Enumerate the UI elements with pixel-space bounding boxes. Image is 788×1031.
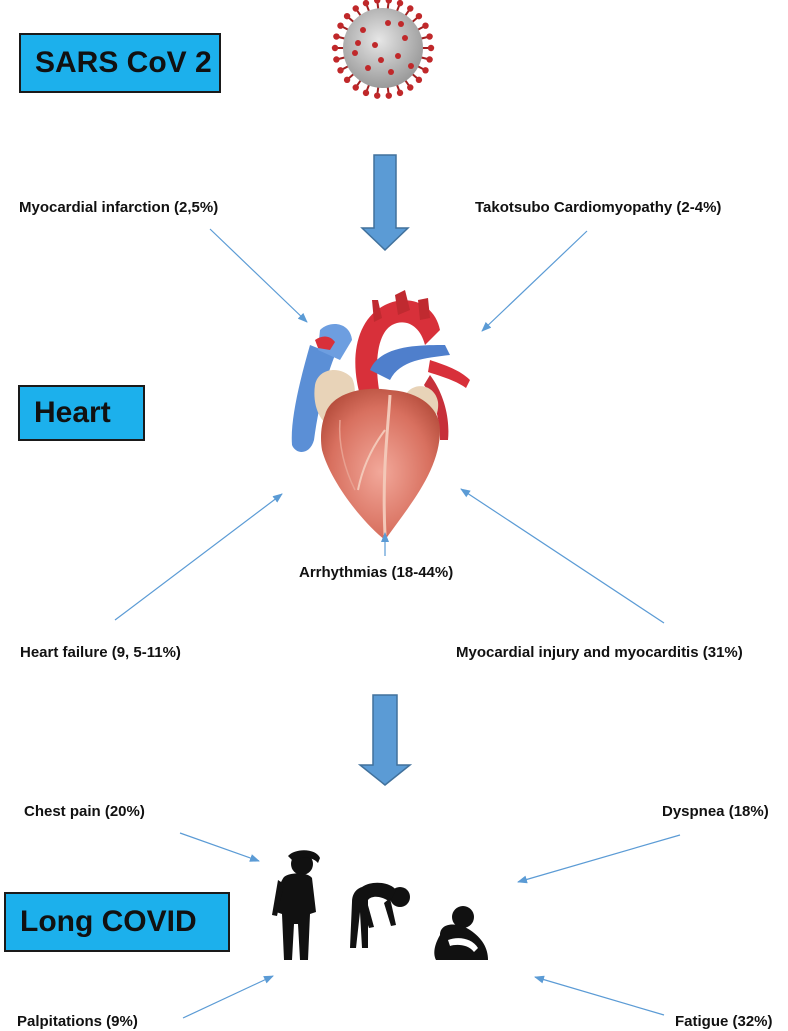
- coronavirus-icon: [331, 0, 435, 99]
- takotsubo-label: Takotsubo Cardiomyopathy (2-4%): [475, 199, 722, 216]
- long-covid-box: Long COVID: [4, 892, 230, 952]
- person-bent-over-icon: [350, 882, 410, 948]
- anatomical-heart-icon: [291, 290, 470, 540]
- myocardial-infarction-label: Myocardial infarction (2,5%): [19, 199, 219, 216]
- arrow-heart-failure: [114, 493, 283, 621]
- sars-cov-2-box: SARS CoV 2: [19, 33, 221, 93]
- arrow-takotsubo: [481, 230, 588, 332]
- fatigue-label: Fatigue (32%): [675, 1013, 773, 1030]
- myocardial-injury-label: Myocardial injury and myocarditis (31%): [456, 644, 743, 661]
- arrow-dyspnea: [517, 834, 681, 884]
- person-headache-icon: [272, 850, 320, 960]
- unwell-people-icons: [272, 850, 488, 960]
- arrow-fatigue: [534, 975, 665, 1016]
- arrow-myocardial-infarction: [209, 228, 308, 323]
- arrow-myocardial-injury: [460, 488, 665, 624]
- heart-failure-label: Heart failure (9, 5-11%): [20, 644, 181, 661]
- arrow-chest-pain: [179, 832, 260, 862]
- sars-cov-2-label: SARS CoV 2: [35, 46, 212, 79]
- big-arrow-down-2: [357, 694, 413, 786]
- big-arrow-down-1: [360, 154, 410, 252]
- long-covid-label: Long COVID: [20, 905, 197, 938]
- arrow-palpitations: [182, 975, 274, 1019]
- arrhythmias-label: Arrhythmias (18-44%): [299, 564, 454, 581]
- dyspnea-label: Dyspnea (18%): [662, 803, 769, 820]
- person-sitting-icon: [434, 906, 488, 960]
- heart-box: Heart: [18, 385, 145, 441]
- palpitations-label: Palpitations (9%): [17, 1013, 138, 1030]
- heart-label: Heart: [34, 396, 111, 429]
- chest-pain-label: Chest pain (20%): [24, 803, 145, 820]
